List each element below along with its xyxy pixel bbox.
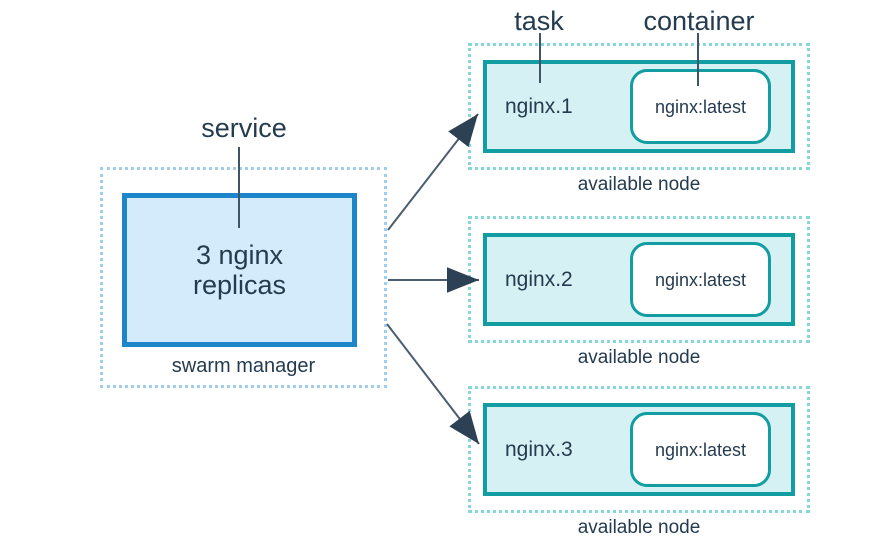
node-2-task-box: nginx.2 nginx:latest bbox=[483, 233, 795, 326]
node-3-container-name: nginx:latest bbox=[654, 439, 747, 460]
swarm-manager-group: 3 nginx replicas swarm manager bbox=[100, 167, 387, 388]
node-1-task-name: nginx.1 bbox=[505, 95, 573, 118]
arrow-to-node-1 bbox=[387, 113, 479, 231]
node-3-dashed-border: nginx.3 nginx:latest bbox=[468, 386, 810, 513]
node-2-dashed-border: nginx.2 nginx:latest bbox=[468, 216, 810, 343]
node-group-3: nginx.3 nginx:latest available node bbox=[468, 386, 810, 538]
task-label: task bbox=[514, 6, 564, 36]
node-1-dashed-border: nginx.1 nginx:latest bbox=[468, 43, 810, 170]
service-box-label: 3 nginx replicas bbox=[192, 239, 287, 300]
node-3-caption: available node bbox=[577, 517, 701, 538]
arrow-to-node-3 bbox=[386, 323, 480, 445]
service-box: 3 nginx replicas bbox=[122, 193, 357, 347]
node-2-container-box: nginx:latest bbox=[630, 242, 771, 317]
node-3-task-box: nginx.3 nginx:latest bbox=[483, 403, 795, 496]
node-1-task-box: nginx.1 nginx:latest bbox=[483, 60, 795, 153]
node-2-task-name: nginx.2 bbox=[505, 268, 573, 291]
node-1-container-box: nginx:latest bbox=[630, 69, 771, 144]
node-2-caption: available node bbox=[577, 347, 701, 368]
node-1-caption: available node bbox=[577, 174, 701, 195]
node-group-2: nginx.2 nginx:latest available node bbox=[468, 216, 810, 368]
node-3-task-name: nginx.3 bbox=[505, 438, 573, 461]
node-2-container-name: nginx:latest bbox=[654, 269, 747, 290]
node-1-container-name: nginx:latest bbox=[654, 96, 747, 117]
node-group-1: nginx.1 nginx:latest available node bbox=[468, 43, 810, 195]
node-3-container-box: nginx:latest bbox=[630, 412, 771, 487]
swarm-manager-caption: swarm manager bbox=[171, 355, 316, 377]
container-label: container bbox=[643, 6, 755, 36]
service-label: service bbox=[201, 113, 287, 143]
